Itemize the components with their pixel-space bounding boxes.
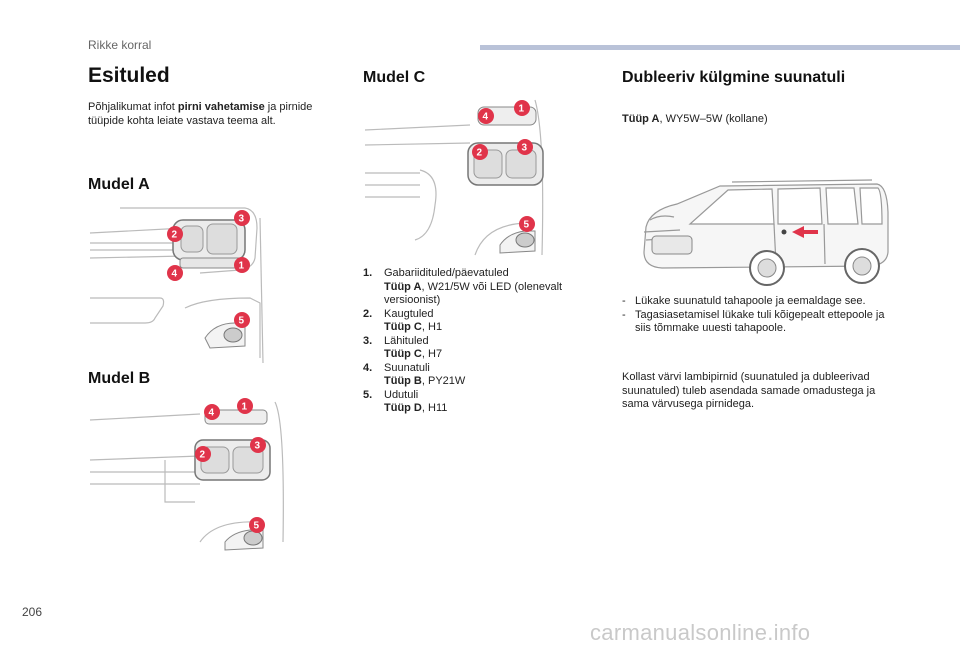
svg-text:1: 1 [519, 104, 525, 115]
svg-text:3: 3 [239, 214, 245, 225]
item-number: 1. [363, 267, 373, 279]
side-indicator-heading: Dubleeriv külgmine suunatuli [622, 69, 846, 86]
item-type-value: , H1 [421, 321, 443, 333]
model-b-illustration: 4 1 2 3 5 [89, 398, 284, 551]
car-side-illustration [643, 179, 889, 286]
svg-text:4: 4 [209, 408, 215, 419]
type-value: , WY5W–5W (kollane) [659, 113, 768, 125]
badge-group-b: 4 1 2 3 5 [195, 398, 266, 533]
type-label: Tüüp A [622, 113, 660, 125]
page-title: Esituled [88, 64, 170, 87]
item-name: Gabariidituled/päevatuled [384, 267, 509, 279]
intro-paragraph: Põhjalikumat infot pirni vahetamise ja p… [88, 100, 348, 128]
item-type-value: , H7 [421, 348, 443, 360]
list-item: - Tagasiasetamisel lükake tuli kõigepeal… [622, 309, 902, 336]
item-number: 4. [363, 361, 373, 374]
model-c-heading: Mudel C [363, 69, 426, 86]
item-type-label: Tüüp C [384, 348, 422, 360]
svg-text:5: 5 [254, 521, 260, 532]
svg-text:1: 1 [239, 261, 245, 272]
svg-text:2: 2 [172, 230, 178, 241]
watermark: carmanualsonline.info [590, 620, 811, 645]
dash: - [622, 308, 626, 321]
svg-text:5: 5 [524, 220, 530, 231]
running-header: Rikke korral [88, 38, 152, 52]
list-item: 1. Gabariidituled/päevatuled Tüüp A, W21… [363, 267, 593, 308]
svg-text:2: 2 [477, 148, 483, 159]
badge-group-c: 4 1 2 3 5 [472, 100, 535, 232]
svg-text:1: 1 [242, 402, 248, 413]
header-bar [480, 45, 960, 50]
intro-prefix: Põhjalikumat infot [88, 101, 178, 113]
svg-text:5: 5 [239, 316, 245, 327]
list-item: 5. Udutuli Tüüp D, H11 [363, 389, 593, 416]
item-type-label: Tüüp C [384, 321, 422, 333]
side-indicator-type: Tüüp A, WY5W–5W (kollane) [622, 113, 768, 125]
item-name: Suunatuli [384, 361, 430, 374]
model-b-heading: Mudel B [88, 370, 151, 387]
item-type-value: , W21/5W või LED (olenevalt versioonist) [384, 280, 563, 307]
svg-text:2: 2 [200, 450, 206, 461]
page-number: 206 [22, 605, 43, 619]
bulb-list: 1. Gabariidituled/päevatuled Tüüp A, W21… [363, 267, 593, 416]
steps-list: - Lükake suunatuld tahapoole ja eemaldag… [622, 295, 902, 336]
list-item: - Lükake suunatuld tahapoole ja eemaldag… [622, 295, 902, 309]
model-a-heading: Mudel A [88, 176, 150, 193]
svg-text:3: 3 [522, 143, 528, 154]
model-c-illustration: 4 1 2 3 5 [364, 99, 544, 256]
badge-group-a: 2 3 4 1 5 [167, 210, 250, 328]
list-item: 3. Lähituled Tüüp C, H7 [363, 335, 593, 362]
item-name: Kaugtuled [384, 307, 434, 320]
model-a-illustration: 2 3 4 1 5 [89, 207, 264, 363]
item-name: Udutuli [384, 388, 419, 401]
step-text: Tagasiasetamisel lükake tuli kõigepealt … [635, 308, 885, 335]
intro-suffix: ja pirnide tüüpide kohta leiate vastava … [88, 101, 313, 127]
note-paragraph: Kollast värvi lambipirnid (suunatuled ja… [622, 371, 876, 410]
svg-text:3: 3 [255, 441, 261, 452]
item-number: 5. [363, 388, 373, 401]
svg-text:4: 4 [172, 269, 178, 280]
step-text: Lükake suunatuld tahapoole ja eemaldage … [635, 295, 866, 307]
item-type-label: Tüüp D [384, 402, 422, 414]
svg-text:4: 4 [483, 112, 489, 123]
item-number: 3. [363, 334, 373, 347]
list-item: 2. Kaugtuled Tüüp C, H1 [363, 308, 593, 335]
item-type-label: Tüüp B [384, 375, 422, 387]
item-type-label: Tüüp A [384, 280, 422, 293]
item-number: 2. [363, 307, 373, 320]
item-type-value: , PY21W [421, 375, 466, 387]
list-item: 4. Suunatuli Tüüp B, PY21W [363, 362, 593, 389]
dash: - [622, 295, 626, 307]
red-arrow [792, 226, 818, 238]
item-name: Lähituled [384, 334, 429, 347]
item-type-value: , H11 [421, 402, 448, 414]
intro-bold: pirni vahetamise [177, 101, 265, 113]
